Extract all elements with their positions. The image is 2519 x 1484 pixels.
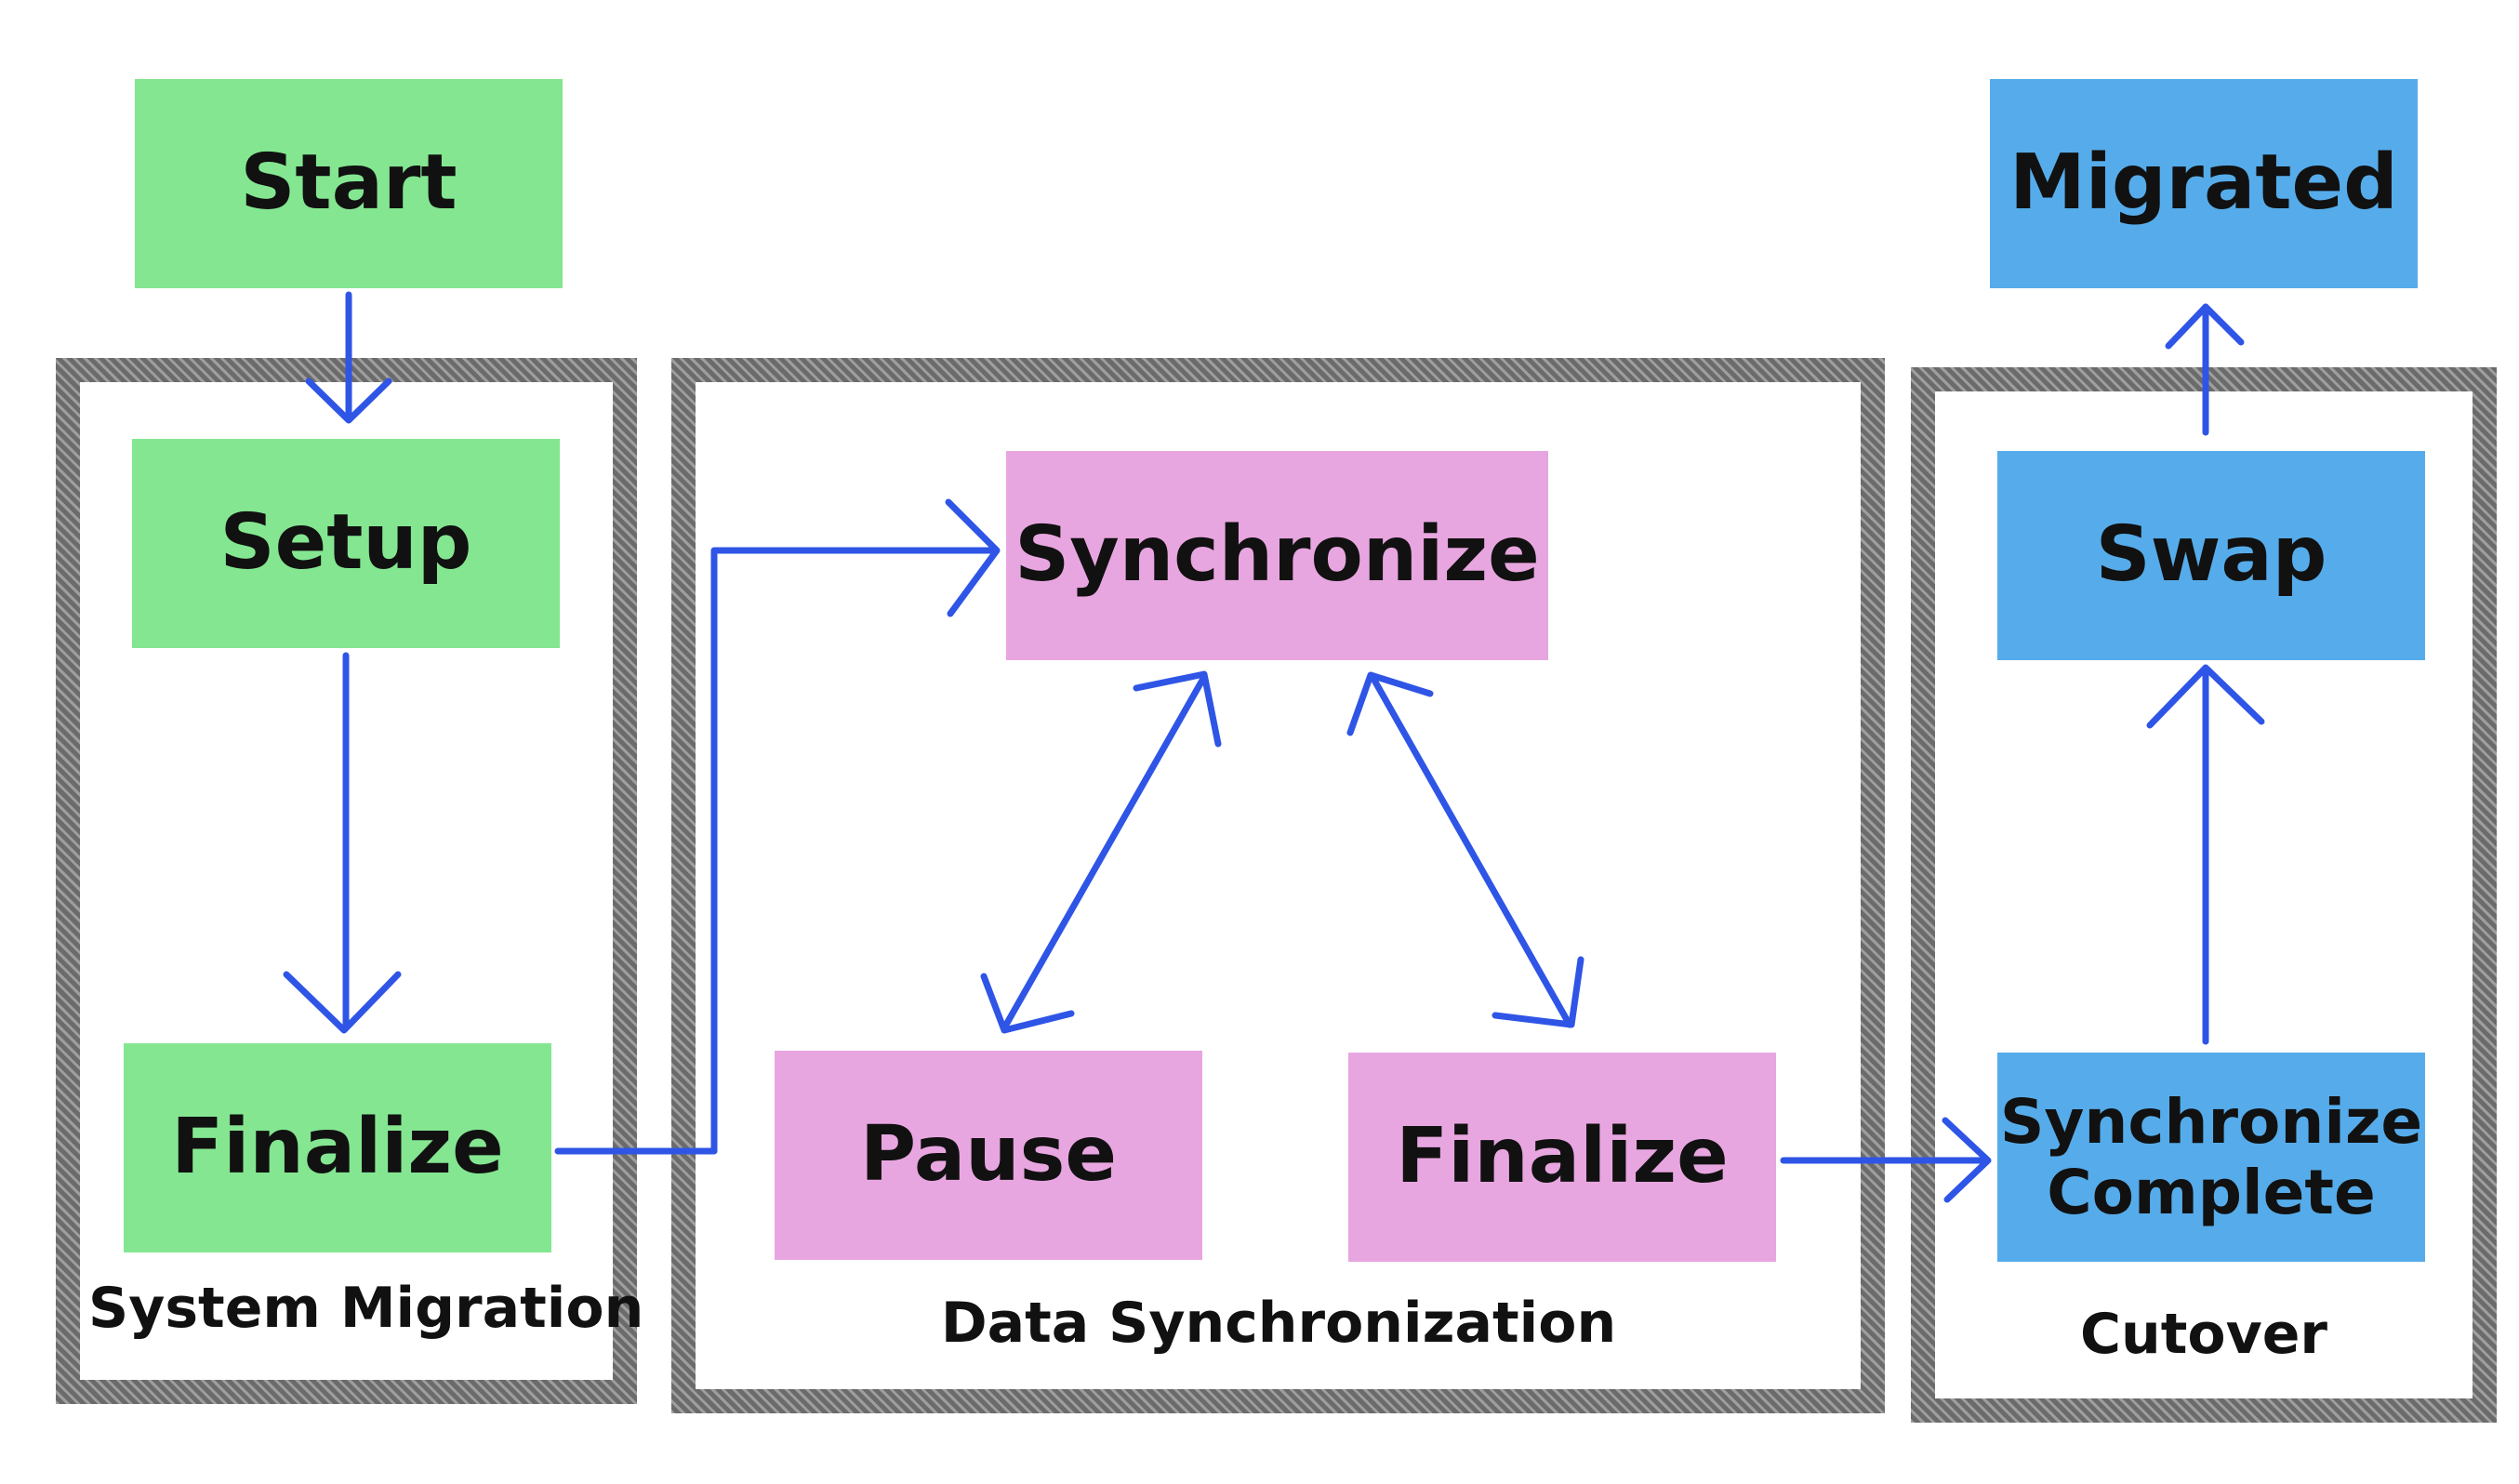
node-setup-label: Setup [219,498,472,588]
node-migrated: Migrated [1990,79,2418,288]
arrow-synchronize-pause [980,670,1222,1034]
node-finalize-sync: Finalize [1348,1053,1776,1262]
node-migrated-label: Migrated [2009,139,2398,228]
arrow-setup-to-finalize [283,652,402,1034]
node-finalize-migration: Finalize [124,1043,551,1252]
arrow-swap-to-migrated [2165,303,2245,436]
group-cutover [1911,367,2497,1423]
node-setup: Setup [132,439,560,648]
group-label-cutover: Cutover [2079,1302,2328,1367]
node-swap-label: Swap [2095,510,2327,600]
node-start: Start [135,79,563,288]
group-label-system-migration: System Migration [88,1276,644,1341]
arrow-finalize-to-synchronize-complete [1780,1117,1992,1203]
group-data-synchronization [671,358,1885,1413]
arrow-synchronize-finalize [1346,671,1584,1028]
node-pause-label: Pause [859,1110,1118,1199]
arrow-finalize-to-synchronize [554,498,1001,1155]
arrow-synchronize-complete-to-swap [2146,664,2265,1045]
node-synchronize-complete-line2: Complete [2047,1156,2376,1228]
group-system-migration [56,358,637,1404]
node-start-label: Start [240,139,457,228]
node-synchronize-label: Synchronize [1014,510,1540,600]
group-label-data-synchronization: Data Synchronization [940,1291,1617,1356]
node-synchronize: Synchronize [1006,451,1548,660]
arrow-start-to-setup [305,291,392,424]
node-pause: Pause [775,1051,1202,1260]
node-swap: Swap [1997,451,2425,660]
node-synchronize-complete: Synchronize Complete [1997,1053,2425,1262]
node-finalize-migration-label: Finalize [171,1103,504,1192]
node-finalize-sync-label: Finalize [1396,1112,1729,1201]
node-synchronize-complete-line1: Synchronize [1999,1085,2423,1158]
